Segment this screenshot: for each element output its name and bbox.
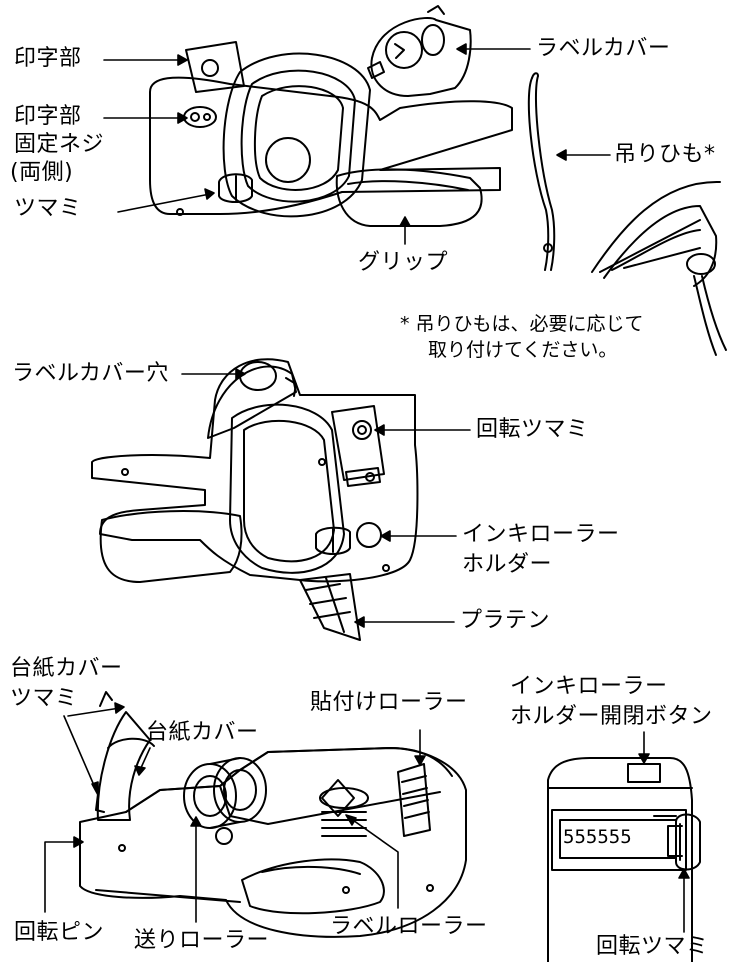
label-fixing-screw-line3: (両側)	[10, 160, 74, 185]
label-label-roller: ラベルローラー	[330, 914, 488, 939]
label-ink-button-line1: インキローラー	[510, 674, 668, 699]
label-mount-cover-knob-line2: ツマミ	[10, 686, 78, 711]
label-mount-cover-knob-line1: 台紙カバー	[10, 656, 123, 681]
label-fixing-screw-line1: 印字部	[14, 104, 82, 129]
label-rotary-knob: 回転ツマミ	[476, 417, 589, 442]
figure-3-labeler	[79, 691, 467, 938]
leader-lines	[44, 43, 690, 933]
label-tsumami: ツマミ	[14, 196, 82, 221]
label-label-cover: ラベルカバー	[536, 36, 671, 61]
label-ink-holder-line2: ホルダー	[462, 552, 553, 577]
figure-1-strap-closeup	[591, 180, 727, 356]
label-ink-holder-line1: インキローラー	[462, 522, 620, 547]
label-fixing-screw-line2: 固定ネジ	[14, 132, 105, 157]
note-strap-line1: * 吊りひもは、必要に応じて	[400, 313, 644, 335]
label-strap: 吊りひも*	[614, 142, 716, 167]
label-platen: プラテン	[460, 608, 551, 633]
figure-2-labeler	[91, 358, 419, 641]
label-paste-roller: 貼付けローラー	[310, 690, 468, 715]
figure-1-strap	[527, 72, 556, 271]
figure-1-labeler	[149, 5, 513, 227]
figure-3-counter-closeup	[547, 757, 701, 962]
label-label-cover-hole: ラベルカバー穴	[12, 361, 169, 386]
label-rotary-pin: 回転ピン	[14, 920, 105, 945]
label-ink-button-line2: ホルダー開閉ボタン	[510, 704, 713, 729]
label-rotary-knob-2: 回転ツマミ	[596, 934, 709, 959]
label-feed-roller: 送りローラー	[134, 928, 270, 953]
label-grip: グリップ	[358, 250, 449, 275]
label-insatsubu: 印字部	[14, 46, 82, 71]
label-mount-cover: 台紙カバー	[146, 720, 259, 745]
counter-digits: 555555	[563, 826, 632, 848]
note-strap-line2: 取り付けてください。	[428, 339, 618, 361]
